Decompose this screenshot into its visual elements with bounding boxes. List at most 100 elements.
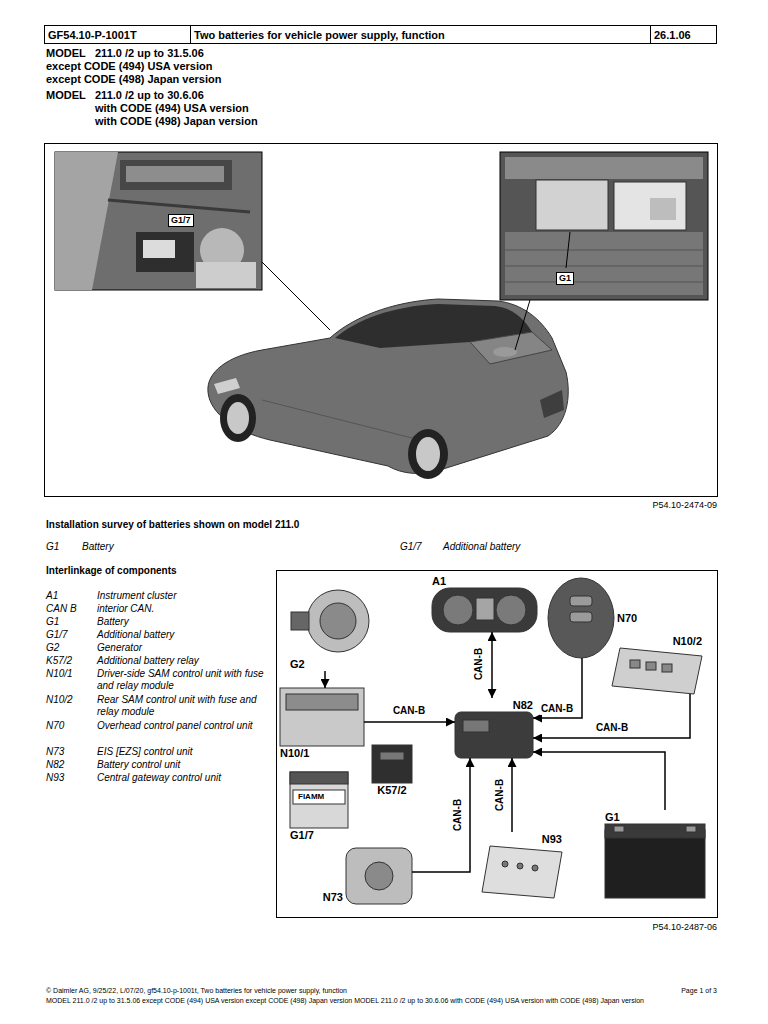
fuse-symbol: [646, 662, 656, 670]
key-code: G1/7: [400, 541, 422, 553]
bus-label: CAN-B: [452, 798, 464, 832]
figure-caption: Installation survey of batteries shown o…: [46, 519, 299, 531]
leader-line: [566, 232, 570, 268]
key-description: EIS [EZS] control unit: [97, 746, 267, 758]
model-code: with CODE (498) Japan version: [95, 115, 258, 128]
label-group: N70: [617, 611, 637, 625]
trunk-photo: [500, 152, 708, 300]
generator-symbol: [320, 603, 356, 639]
battery-module: [136, 232, 194, 272]
key-code: N10/2: [46, 694, 73, 706]
bus-label: CAN-B: [595, 722, 629, 734]
floor-rib: [505, 250, 703, 251]
figure-number: P54.10-2474-09: [652, 500, 717, 511]
component-icon-space: [346, 848, 412, 904]
cluster-gauge: [496, 595, 526, 625]
key-code: A1: [46, 590, 58, 602]
relay-symbol: [372, 745, 412, 783]
model-code: except CODE (498) Japan version: [46, 73, 221, 86]
label-group: G1/7: [290, 828, 314, 842]
generator-pulley: [291, 612, 309, 630]
wheel-rim: [227, 402, 249, 434]
connector-socket: [463, 720, 489, 732]
battery-symbol: [605, 830, 705, 898]
can-connector: [533, 658, 582, 718]
label-group: N93: [542, 832, 562, 846]
header-table: [45, 26, 717, 44]
key-code: G1/7: [46, 629, 68, 641]
component-label: N10/2: [673, 634, 702, 648]
trunk-floor: [505, 232, 703, 295]
key-code: N93: [46, 772, 64, 784]
component-node: A1: [432, 574, 537, 632]
component-icon-space: [290, 585, 370, 657]
key-description: Overhead control panel control unit: [97, 720, 267, 732]
panel-button: [570, 596, 592, 606]
key-description: Additional battery relay: [97, 655, 267, 667]
model-code: with CODE (494) USA version: [95, 102, 249, 115]
page-number: Page 1 of 3: [681, 986, 717, 995]
car-trunk: [470, 332, 552, 364]
key-code: N73: [46, 746, 64, 758]
model-key: MODEL: [46, 89, 86, 102]
key-description: Additional battery: [443, 541, 520, 553]
car-illustration: [208, 299, 568, 479]
can-connector: [533, 694, 690, 738]
table-border: [45, 26, 717, 44]
section-heading: Interlinkage of components: [46, 565, 177, 577]
engine-bay-photo: [55, 152, 262, 290]
component-icon-space: [605, 824, 705, 898]
label-group: N10/1: [280, 746, 309, 760]
wheel-rim: [416, 437, 440, 471]
panel-button: [570, 612, 592, 622]
wheel: [408, 429, 448, 479]
document-number: GF54.10-P-1001T: [48, 29, 137, 42]
component-label: N93: [542, 832, 562, 846]
component-label: N10/1: [280, 746, 309, 760]
key-code: G1: [46, 616, 59, 628]
document-title: Two batteries for vehicle power supply, …: [194, 29, 445, 42]
trunk-lid-edge: [505, 157, 703, 179]
cluster-display: [476, 598, 494, 620]
headlight: [214, 378, 240, 394]
model-key: MODEL: [46, 47, 86, 60]
footer-text: MODEL 211.0 /2 up to 31.5.06 except CODE…: [46, 996, 644, 1005]
bus-label: CAN-B: [473, 647, 485, 681]
key-description: Central gateway control unit: [97, 772, 267, 784]
key-code: N10/1: [46, 668, 73, 680]
component-label: G2: [290, 657, 305, 671]
can-connector: [533, 752, 665, 810]
component-label: N73: [323, 890, 343, 904]
diagram-frame: [277, 571, 718, 918]
component-label: N82: [513, 698, 533, 712]
bus-label: CAN-B: [392, 705, 426, 717]
sam-module-symbol: [612, 648, 702, 694]
control-unit-symbol: [455, 712, 533, 758]
wheel: [220, 394, 256, 442]
key-code: N82: [46, 759, 64, 771]
footer-text: © Daimler AG, 9/25/22, L/07/20, gf54.10-…: [46, 986, 347, 995]
key-description: Battery: [82, 541, 114, 553]
key-code: CAN B: [46, 603, 77, 615]
can-connector: [491, 632, 493, 698]
component-node: K57/2: [372, 745, 412, 797]
component-icon-space: [372, 745, 412, 783]
model-code: except CODE (494) USA version: [46, 60, 212, 73]
battery-photo: [536, 180, 608, 230]
cowl: [120, 160, 232, 190]
key-description: Battery: [97, 616, 267, 628]
model-range: 211.0 /2 up to 31.5.06: [95, 47, 204, 60]
can-connector: [324, 671, 326, 688]
battery-terminal: [614, 826, 624, 832]
trunk-detail: [493, 347, 517, 357]
key-code: G2: [46, 642, 59, 654]
component-icon-space: [432, 588, 537, 632]
floor-rib: [505, 266, 703, 267]
table-rule: [190, 26, 191, 44]
brand-mark: FIAMM: [297, 792, 325, 802]
fender: [55, 152, 118, 290]
label-group: N73: [323, 890, 343, 904]
callout-label: G1/7: [168, 214, 194, 227]
